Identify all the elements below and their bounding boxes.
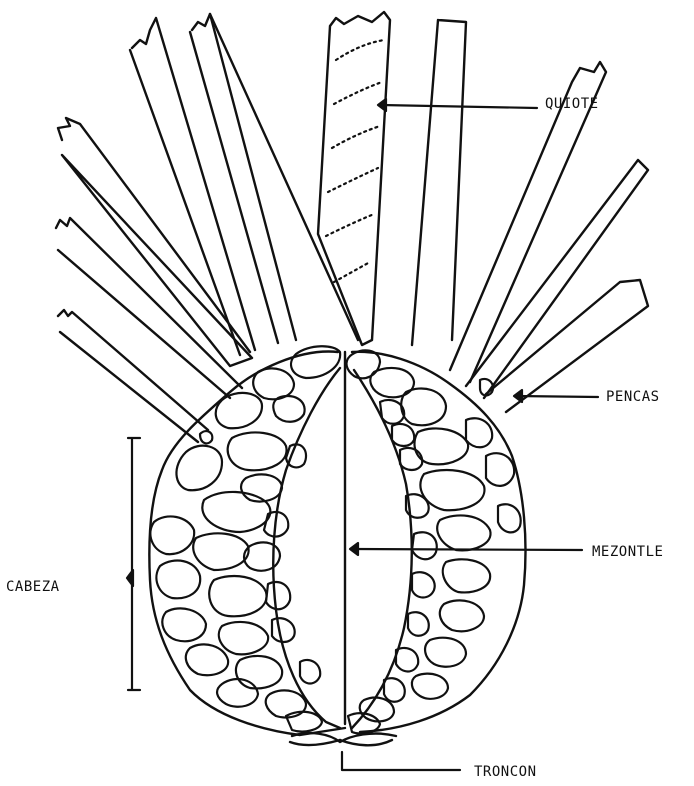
penca-leaf-left-6 xyxy=(192,14,296,340)
quiote-pointer xyxy=(380,105,537,108)
quiote-stalk xyxy=(318,12,390,345)
pencas-pointer xyxy=(516,396,598,397)
label-quiote: QUIOTE xyxy=(545,96,599,112)
cabeza-cells-right xyxy=(347,350,521,733)
penca-leaf-left-3 xyxy=(58,310,208,442)
penca-leaf-left-4 xyxy=(132,18,255,350)
leader-lines xyxy=(127,99,598,770)
mezontle-arrowhead xyxy=(350,543,358,555)
penca-leaf-right-3 xyxy=(466,160,648,398)
pencas-leaves xyxy=(56,14,648,442)
label-troncon: TRONCON xyxy=(474,764,537,780)
cabeza-bracket xyxy=(128,438,140,690)
quiote-dotted-spiral xyxy=(326,40,384,282)
mezontle-pointer xyxy=(352,549,582,550)
cabeza-left-inner xyxy=(273,368,340,728)
penca-leaf-right-1 xyxy=(412,20,466,345)
cabeza-head xyxy=(149,352,525,735)
label-cabeza: CABEZA xyxy=(6,579,60,595)
cabeza-arrowhead xyxy=(127,570,133,586)
quiote-arrowhead xyxy=(378,99,386,111)
penca-leaf-left-2 xyxy=(56,218,242,398)
label-mezontle: MEZONTLE xyxy=(592,544,663,560)
label-pencas: PENCAS xyxy=(606,389,660,405)
troncon-pointer xyxy=(342,752,460,770)
penca-leaf-left-7 xyxy=(190,32,278,343)
pencas-arrowhead xyxy=(514,390,522,402)
